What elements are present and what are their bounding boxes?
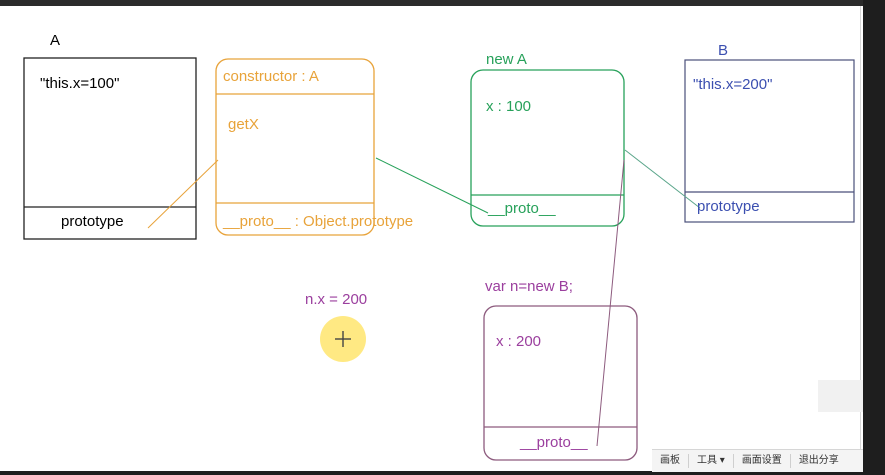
toolbar-screen-settings-button[interactable]: 画面设置 bbox=[734, 454, 791, 468]
instance-a-outline bbox=[470, 69, 625, 227]
instance-a-prop: x : 100 bbox=[486, 98, 532, 115]
box-b-prototype-label: prototype bbox=[697, 198, 760, 215]
instance-a-title: new A bbox=[486, 51, 527, 68]
box-a-prototype-label: prototype bbox=[61, 213, 124, 230]
instance-n-outline bbox=[483, 305, 638, 461]
window-top-border bbox=[0, 0, 885, 6]
crosshair-cursor-icon bbox=[335, 331, 351, 347]
box-b-body: "this.x=200" bbox=[693, 76, 773, 93]
scrollbar-track[interactable] bbox=[860, 6, 861, 471]
assignment-annotation: n.x = 200 bbox=[305, 291, 368, 308]
instance-a-proto-label: __proto__ bbox=[488, 200, 556, 217]
box-b-title: B bbox=[718, 42, 729, 59]
connector-prototype-a bbox=[147, 159, 219, 229]
proto-a-method: getX bbox=[228, 116, 259, 133]
toolbar-exit-share-button[interactable]: 退出分享 bbox=[798, 455, 839, 466]
instance-n-proto-label: __proto__ bbox=[520, 434, 588, 451]
instance-n-title: var n=new B; bbox=[485, 278, 573, 295]
box-a-outline bbox=[23, 57, 197, 240]
connector-n-proto-to-a-instance bbox=[596, 159, 625, 447]
proto-a-outline bbox=[215, 58, 375, 236]
box-a-body: "this.x=100" bbox=[40, 75, 120, 92]
toolbar-tools-button[interactable]: 工具 ▾ bbox=[689, 454, 734, 468]
box-b-outline bbox=[684, 59, 855, 223]
window-bottom-border bbox=[0, 471, 885, 475]
proto-a-constructor: constructor : A bbox=[223, 68, 319, 85]
connector-proto-to-prototype-a bbox=[375, 157, 489, 214]
connector-b-prototype-to-a-instance bbox=[624, 149, 701, 209]
proto-a-proto-label: __proto__ : Object.prototype bbox=[223, 213, 414, 230]
toolbar-whiteboard-button[interactable]: 画板 bbox=[652, 454, 689, 468]
window-right-border bbox=[863, 0, 885, 475]
box-a-title: A bbox=[50, 32, 61, 49]
side-panel-placeholder bbox=[818, 380, 863, 412]
instance-n-prop: x : 200 bbox=[496, 333, 542, 350]
share-toolbar: 画板 工具 ▾ 画面设置 退出分享 bbox=[652, 449, 863, 472]
